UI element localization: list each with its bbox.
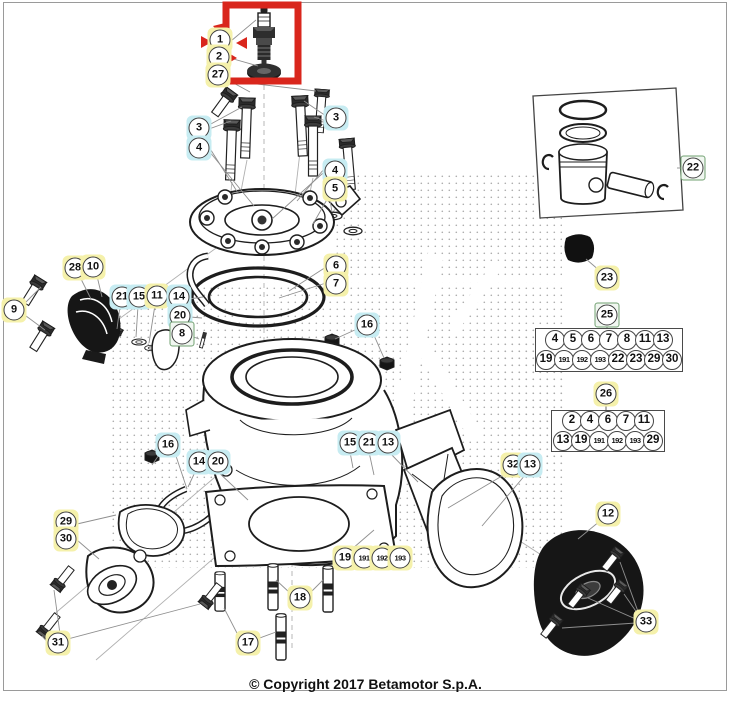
callout-193[interactable]: 193	[387, 545, 413, 571]
part-ref-191[interactable]: 191	[589, 431, 609, 451]
part-ref-7[interactable]: 7	[616, 411, 636, 431]
part-ref-193[interactable]: 193	[625, 431, 645, 451]
spark-plug	[247, 6, 281, 81]
callout-number: 25	[596, 304, 618, 326]
callout-number: 22	[682, 157, 704, 179]
diagram-border	[3, 2, 727, 691]
part-ref-191[interactable]: 191	[554, 350, 574, 370]
callout-number: 16	[157, 434, 179, 456]
callout-10[interactable]: 10	[80, 254, 106, 280]
callout-number: 11	[146, 285, 168, 307]
part-ref-29[interactable]: 29	[643, 431, 663, 451]
callout-18[interactable]: 18	[287, 585, 313, 611]
cylinder-head	[189, 185, 362, 256]
callout-number: 30	[55, 528, 77, 550]
callout-number: 3	[325, 107, 347, 129]
part-ref-29[interactable]: 29	[644, 350, 664, 370]
part-ref-2[interactable]: 2	[562, 411, 582, 431]
callout-7[interactable]: 7	[323, 271, 349, 297]
callout-5[interactable]: 5	[322, 176, 348, 202]
callout-20[interactable]: 20	[205, 449, 231, 475]
callout-number: 27	[207, 64, 229, 86]
piston-kit	[532, 87, 684, 219]
part-ref-30[interactable]: 30	[662, 350, 682, 370]
part-ref-13[interactable]: 13	[553, 431, 573, 451]
callout-23[interactable]: 23	[594, 265, 620, 291]
part-ref-193[interactable]: 193	[590, 350, 610, 370]
highlight-arrow-right-icon	[201, 36, 212, 48]
callout-number: 9	[3, 299, 25, 321]
callout-number: 5	[324, 178, 346, 200]
callout-30[interactable]: 30	[53, 526, 79, 552]
callout-31[interactable]: 31	[45, 630, 71, 656]
o-ring-inner	[207, 275, 309, 319]
part-ref-4[interactable]: 4	[545, 330, 565, 350]
callout-33[interactable]: 33	[633, 609, 659, 635]
table-label-26[interactable]: 26	[593, 381, 619, 407]
callout-number: 31	[47, 632, 69, 654]
part-ref-6[interactable]: 6	[581, 330, 601, 350]
callout-number: 12	[597, 503, 619, 525]
callout-number: 23	[596, 267, 618, 289]
callout-number: 33	[635, 611, 657, 633]
part-ref-192[interactable]: 192	[607, 431, 627, 451]
part-ref-13[interactable]: 13	[653, 330, 673, 350]
callout-27[interactable]: 27	[205, 62, 231, 88]
callout-13[interactable]: 13	[517, 452, 543, 478]
part-ref-22[interactable]: 22	[608, 350, 628, 370]
callout-number: 4	[188, 137, 210, 159]
callout-8[interactable]: 8	[169, 321, 195, 347]
callout-17[interactable]: 17	[235, 630, 261, 656]
callout-number: 19	[334, 547, 356, 569]
part-ref-8[interactable]: 8	[617, 330, 637, 350]
callout-number: 7	[325, 273, 347, 295]
copyright-text: © Copyright 2017 Betamotor S.p.A.	[249, 676, 482, 692]
callout-number: 3	[188, 117, 210, 139]
part-ref-19[interactable]: 19	[571, 431, 591, 451]
callout-16[interactable]: 16	[354, 312, 380, 338]
callout-13[interactable]: 13	[375, 430, 401, 456]
callout-16[interactable]: 16	[155, 432, 181, 458]
part-ref-19[interactable]: 19	[536, 350, 556, 370]
part-ref-5[interactable]: 5	[563, 330, 583, 350]
part-ref-4[interactable]: 4	[580, 411, 600, 431]
callout-number: 13	[519, 454, 541, 476]
callout-22[interactable]: 22	[680, 155, 706, 181]
part-ref-7[interactable]: 7	[599, 330, 619, 350]
part-ref-23[interactable]: 23	[626, 350, 646, 370]
callout-number: 26	[595, 383, 617, 405]
part-ref-6[interactable]: 6	[598, 411, 618, 431]
callout-number: 17	[237, 632, 259, 654]
part-ref-192[interactable]: 192	[572, 350, 592, 370]
part-ref-11[interactable]: 11	[634, 411, 654, 431]
callout-3[interactable]: 3	[323, 105, 349, 131]
part-ref-11[interactable]: 11	[635, 330, 655, 350]
callout-number: 18	[289, 587, 311, 609]
callout-12[interactable]: 12	[595, 501, 621, 527]
o-ring-outer	[190, 266, 326, 328]
callout-number: 193	[389, 547, 411, 569]
callout-number: 8	[171, 323, 193, 345]
callout-number: 20	[207, 451, 229, 473]
callout-number: 13	[377, 432, 399, 454]
highlight-arrow-left-icon	[236, 37, 247, 49]
callout-number: 10	[82, 256, 104, 278]
callout-number: 16	[356, 314, 378, 336]
table-label-25[interactable]: 25	[594, 302, 620, 328]
callout-9[interactable]: 9	[1, 297, 27, 323]
callout-4[interactable]: 4	[186, 135, 212, 161]
